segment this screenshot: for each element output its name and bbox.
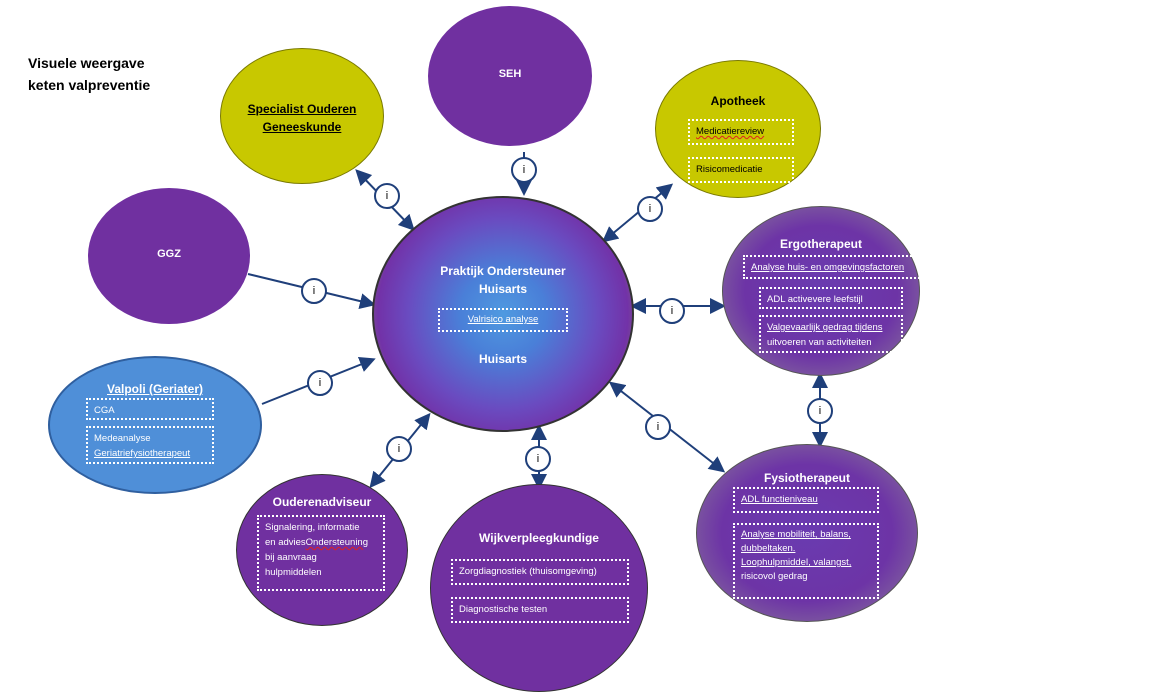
ouderenadviseur-title: Ouderenadviseur xyxy=(272,495,372,509)
info-marker-ggz[interactable]: i xyxy=(301,278,327,304)
ouderenadviseur-line-4: hulpmiddelen xyxy=(265,567,322,578)
fysio-box-2-line-4: risicovol gedrag xyxy=(741,571,808,582)
center-title-line-2: Huisarts xyxy=(478,282,528,296)
center-subtitle: Huisarts xyxy=(478,352,528,366)
ouderenadviseur-line-2b: Ondersteuning xyxy=(305,537,368,548)
node-apotheek: Apotheek Medicatiereview Risicomedicatie xyxy=(655,60,821,198)
fysio-box-2-line-2: dubbeltaken. xyxy=(741,543,796,554)
title-line-1: Visuele weergave xyxy=(28,55,145,71)
ergo-box-2-text: ADL activevere leefstijl xyxy=(767,294,863,305)
valpoli-box-medeanalyse: Medeanalyse Geriatriefysiotherapeut xyxy=(86,426,214,464)
info-marker-fysio[interactable]: i xyxy=(645,414,671,440)
node-center: Praktijk Ondersteuner Huisarts Valrisico… xyxy=(372,196,634,432)
node-ouderenadviseur: Ouderenadviseur Signalering, informatie … xyxy=(236,474,408,626)
valpoli-box-1-text: CGA xyxy=(94,405,115,416)
wijk-box-2-text: Diagnostische testen xyxy=(459,604,548,615)
apotheek-box-risicomedicatie: Risicomedicatie xyxy=(688,157,794,183)
info-marker-specialist[interactable]: i xyxy=(374,183,400,209)
info-marker-ouderenadviseur[interactable]: i xyxy=(386,436,412,462)
valpoli-box-2-line-1: Medeanalyse xyxy=(94,433,151,444)
node-seh: SEH xyxy=(428,6,592,146)
center-title-line-1: Praktijk Ondersteuner xyxy=(440,264,566,278)
info-marker-ergo[interactable]: i xyxy=(659,298,685,324)
specialist-title-line-2: Geneeskunde xyxy=(262,120,342,134)
fysio-box-1-text: ADL functieniveau xyxy=(741,494,818,505)
info-marker-seh[interactable]: i xyxy=(511,157,537,183)
ouderenadviseur-line-2: en adviesOndersteuning xyxy=(265,535,377,550)
apotheek-title: Apotheek xyxy=(710,94,766,108)
info-marker-wijk[interactable]: i xyxy=(525,446,551,472)
node-ggz: GGZ xyxy=(88,188,250,324)
fysio-box-1: ADL functieniveau xyxy=(733,487,879,513)
ergo-box-1: Analyse huis- en omgevingsfactoren xyxy=(743,255,923,279)
ergo-title: Ergotherapeut xyxy=(779,237,862,251)
apotheek-box-medicatiereview: Medicatiereview xyxy=(688,119,794,145)
wijk-box-2: Diagnostische testen xyxy=(451,597,629,623)
ggz-title: GGZ xyxy=(157,248,181,260)
node-wijkverpleegkundige: Wijkverpleegkundige Zorgdiagnostiek (thu… xyxy=(430,484,648,692)
info-marker-valpoli[interactable]: i xyxy=(307,370,333,396)
ouderenadviseur-box: Signalering, informatie en adviesOnderst… xyxy=(257,515,385,591)
ergo-box-3-line-2: uitvoeren van activiteiten xyxy=(767,337,872,348)
ergo-box-3: Valgevaarlijk gedrag tijdens uitvoeren v… xyxy=(759,315,903,353)
wijk-title: Wijkverpleegkundige xyxy=(479,531,599,545)
wijk-box-1-text: Zorgdiagnostiek (thuisomgeving) xyxy=(459,566,597,577)
node-specialist: Specialist Ouderen Geneeskunde xyxy=(220,48,384,184)
fysio-box-2-line-3: Loophulpmiddel, valangst, xyxy=(741,557,852,568)
fysio-box-2: Analyse mobiliteit, balans, dubbeltaken.… xyxy=(733,523,879,599)
ouderenadviseur-line-3: bij aanvraag xyxy=(265,552,317,563)
fysio-box-2-line-1: Analyse mobiliteit, balans, xyxy=(741,529,851,540)
center-box: Valrisico analyse xyxy=(438,308,568,332)
info-marker-apotheek[interactable]: i xyxy=(637,196,663,222)
node-fysiotherapeut: Fysiotherapeut ADL functieniveau Analyse… xyxy=(696,444,918,622)
seh-title: SEH xyxy=(498,68,522,80)
apotheek-box-1-text: Medicatiereview xyxy=(696,126,765,137)
info-marker-ergo-fysio[interactable]: i xyxy=(807,398,833,424)
ouderenadviseur-line-1: Signalering, informatie xyxy=(265,522,360,533)
valpoli-title: Valpoli (Geriater) xyxy=(106,382,204,396)
wijk-box-1: Zorgdiagnostiek (thuisomgeving) xyxy=(451,559,629,585)
ergo-box-3-line-1: Valgevaarlijk gedrag tijdens xyxy=(767,322,883,333)
title-line-2: keten valpreventie xyxy=(28,77,151,93)
specialist-title-line-1: Specialist Ouderen xyxy=(247,102,357,116)
fysio-title: Fysiotherapeut xyxy=(763,471,850,485)
node-valpoli: Valpoli (Geriater) CGA Medeanalyse Geria… xyxy=(48,356,262,494)
ergo-box-1-text: Analyse huis- en omgevingsfactoren xyxy=(751,262,905,273)
ergo-box-2: ADL activevere leefstijl xyxy=(759,287,903,309)
apotheek-box-2-text: Risicomedicatie xyxy=(696,164,763,175)
node-ergotherapeut: Ergotherapeut Analyse huis- en omgevings… xyxy=(722,206,923,376)
diagram-title: Visuele weergave keten valpreventie xyxy=(28,52,150,96)
valpoli-box-cga: CGA xyxy=(86,398,214,420)
valpoli-box-2-line-2: Geriatriefysiotherapeut xyxy=(94,448,191,459)
center-box-text: Valrisico analyse xyxy=(467,314,539,325)
ouderenadviseur-line-2a: en advies xyxy=(265,537,306,548)
